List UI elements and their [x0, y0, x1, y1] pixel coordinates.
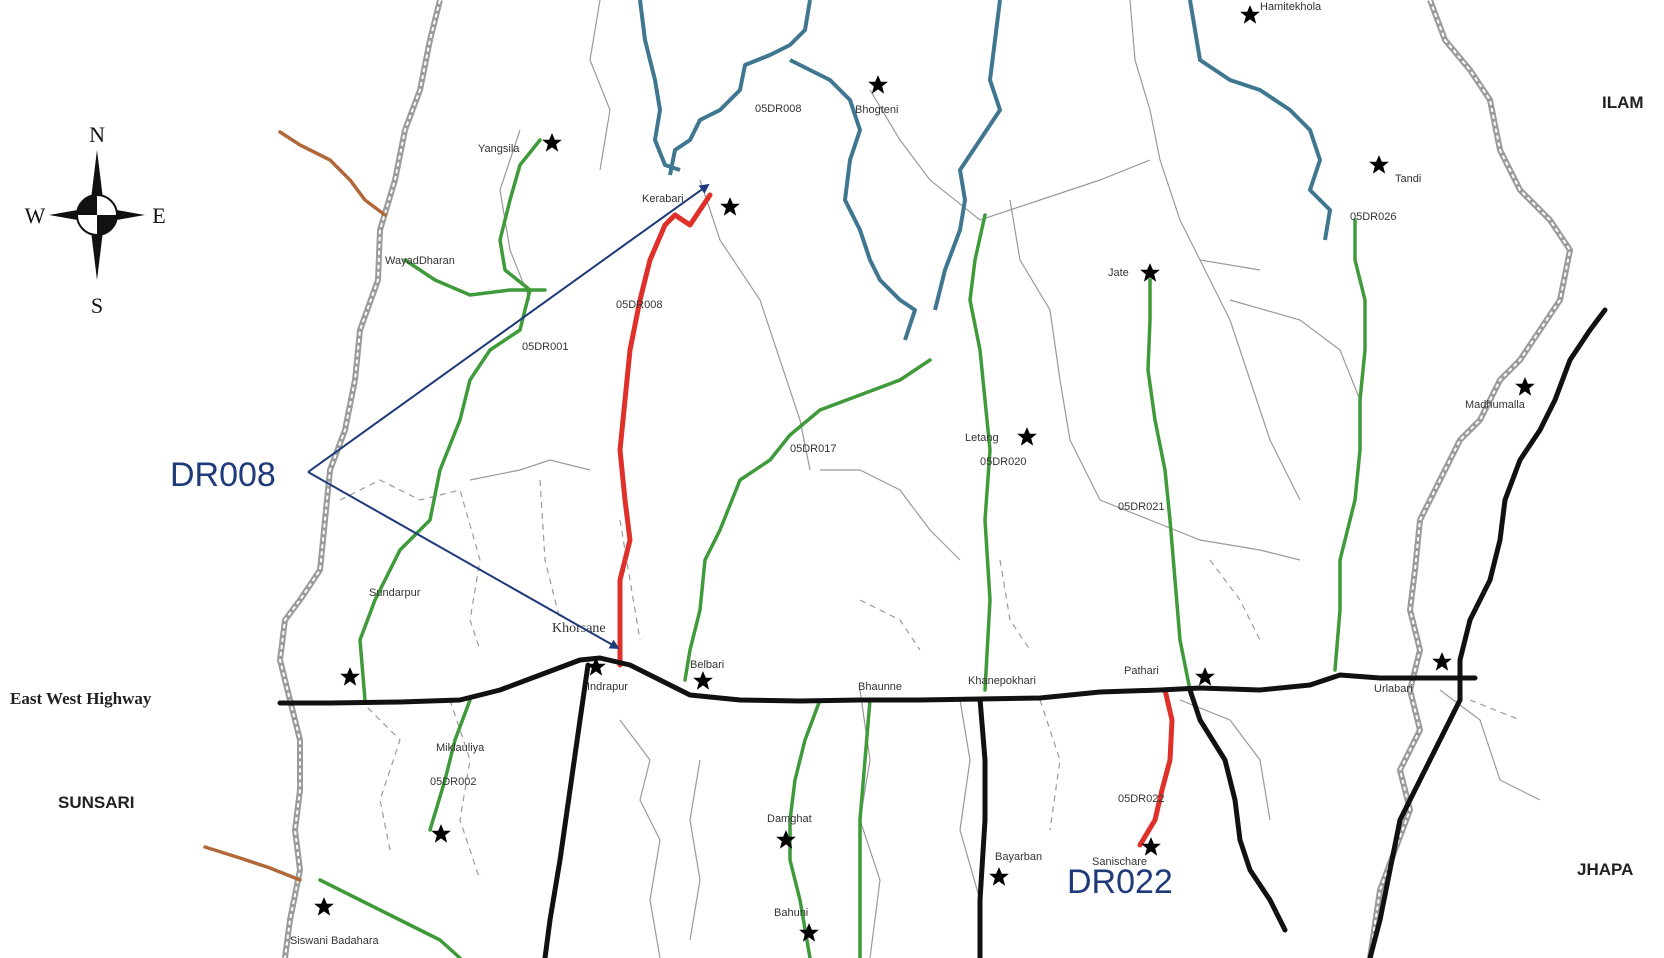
road-code-label: 05DR008 [755, 103, 801, 115]
highway-label: East West Highway [10, 689, 152, 708]
highlighted-roads [617, 192, 1175, 848]
rivers [638, 0, 1332, 341]
star-icon [542, 133, 562, 152]
place-tandi: Tandi [1395, 173, 1421, 185]
place-bhogateni: Bhogteni [855, 104, 898, 116]
place-letang: Letang [965, 432, 999, 444]
dr022-callout-label: DR022 [1067, 863, 1173, 901]
place-belbari: Belbari [690, 659, 724, 671]
road-code-label: 05DR008 [616, 299, 662, 311]
place-hamitekhola: Hamitekhola [1260, 1, 1322, 13]
compass-east: E [152, 203, 165, 228]
place-miklauliya: Miklauliya [436, 742, 485, 754]
star-icon [1240, 5, 1260, 24]
star-icon [989, 867, 1009, 886]
star-icon [314, 897, 334, 916]
road-code-label: 05DR002 [430, 776, 476, 788]
place-sanischare: Sanischare [1092, 856, 1147, 868]
place-siswani: Siswani Badahara [290, 935, 380, 947]
compass-rose: N S W E [25, 122, 166, 318]
star-icon [799, 923, 819, 942]
star-icon [1369, 155, 1389, 174]
place-madhumalla: Madhumalla [1465, 399, 1526, 411]
place-jate: Jate [1108, 267, 1129, 279]
place-khanepokhari: Khanepokhari [968, 675, 1036, 687]
road-code-label: 05DR021 [1118, 501, 1164, 513]
star-icon [1432, 652, 1452, 671]
place-wayadharan: WayadDharan [385, 255, 455, 267]
highways [277, 307, 1608, 958]
place-bhaunne: Bhaunne [858, 681, 902, 693]
road-code-labels: 05DR008 05DR008 05DR001 05DR017 05DR020 … [430, 103, 1396, 805]
star-icon [431, 824, 451, 843]
place-urlabari: Urlabari [1374, 683, 1413, 695]
star-icon [693, 671, 713, 690]
region-sunsari: SUNSARI [58, 793, 135, 812]
place-khorsane: Khorsane [552, 621, 606, 636]
place-indrapur: Indrapur [587, 681, 628, 693]
place-sundarpur: Sundarpur [369, 587, 421, 599]
place-pathari: Pathari [1124, 665, 1159, 677]
star-icon [1515, 377, 1535, 396]
district-roads [318, 138, 1367, 958]
star-icon [340, 667, 360, 686]
compass-west: W [25, 203, 46, 228]
place-labels: Yangsila WayadDharan Kerabari Bhogteni T… [290, 1, 1526, 947]
road-code-label: 05DR017 [790, 443, 836, 455]
place-bahuni: Bahuni [774, 907, 808, 919]
compass-north: N [89, 122, 105, 147]
feeder-roads [203, 130, 387, 882]
region-ilam: ILAM [1602, 93, 1644, 112]
place-damghat: Damghat [767, 813, 812, 825]
place-kerabari: Kerabari [642, 193, 684, 205]
road-code-label: 05DR020 [980, 456, 1026, 468]
star-icon [1017, 427, 1037, 446]
star-icon [1195, 667, 1215, 686]
road-code-label: 05DR022 [1118, 793, 1164, 805]
star-icon [776, 830, 796, 849]
road-code-label: 05DR026 [1350, 211, 1396, 223]
star-icon [720, 197, 740, 216]
region-jhapa: JHAPA [1577, 860, 1633, 879]
vdc-boundaries-dashed [339, 479, 1521, 881]
dr008-callout-label: DR008 [170, 456, 276, 494]
place-yangsila: Yangsila [478, 143, 520, 155]
dr008-callout: DR008 [170, 183, 710, 649]
compass-south: S [91, 293, 103, 318]
road-code-label: 05DR001 [522, 341, 568, 353]
vdc-boundaries [469, 0, 1541, 958]
place-bayarban: Bayarban [995, 851, 1042, 863]
